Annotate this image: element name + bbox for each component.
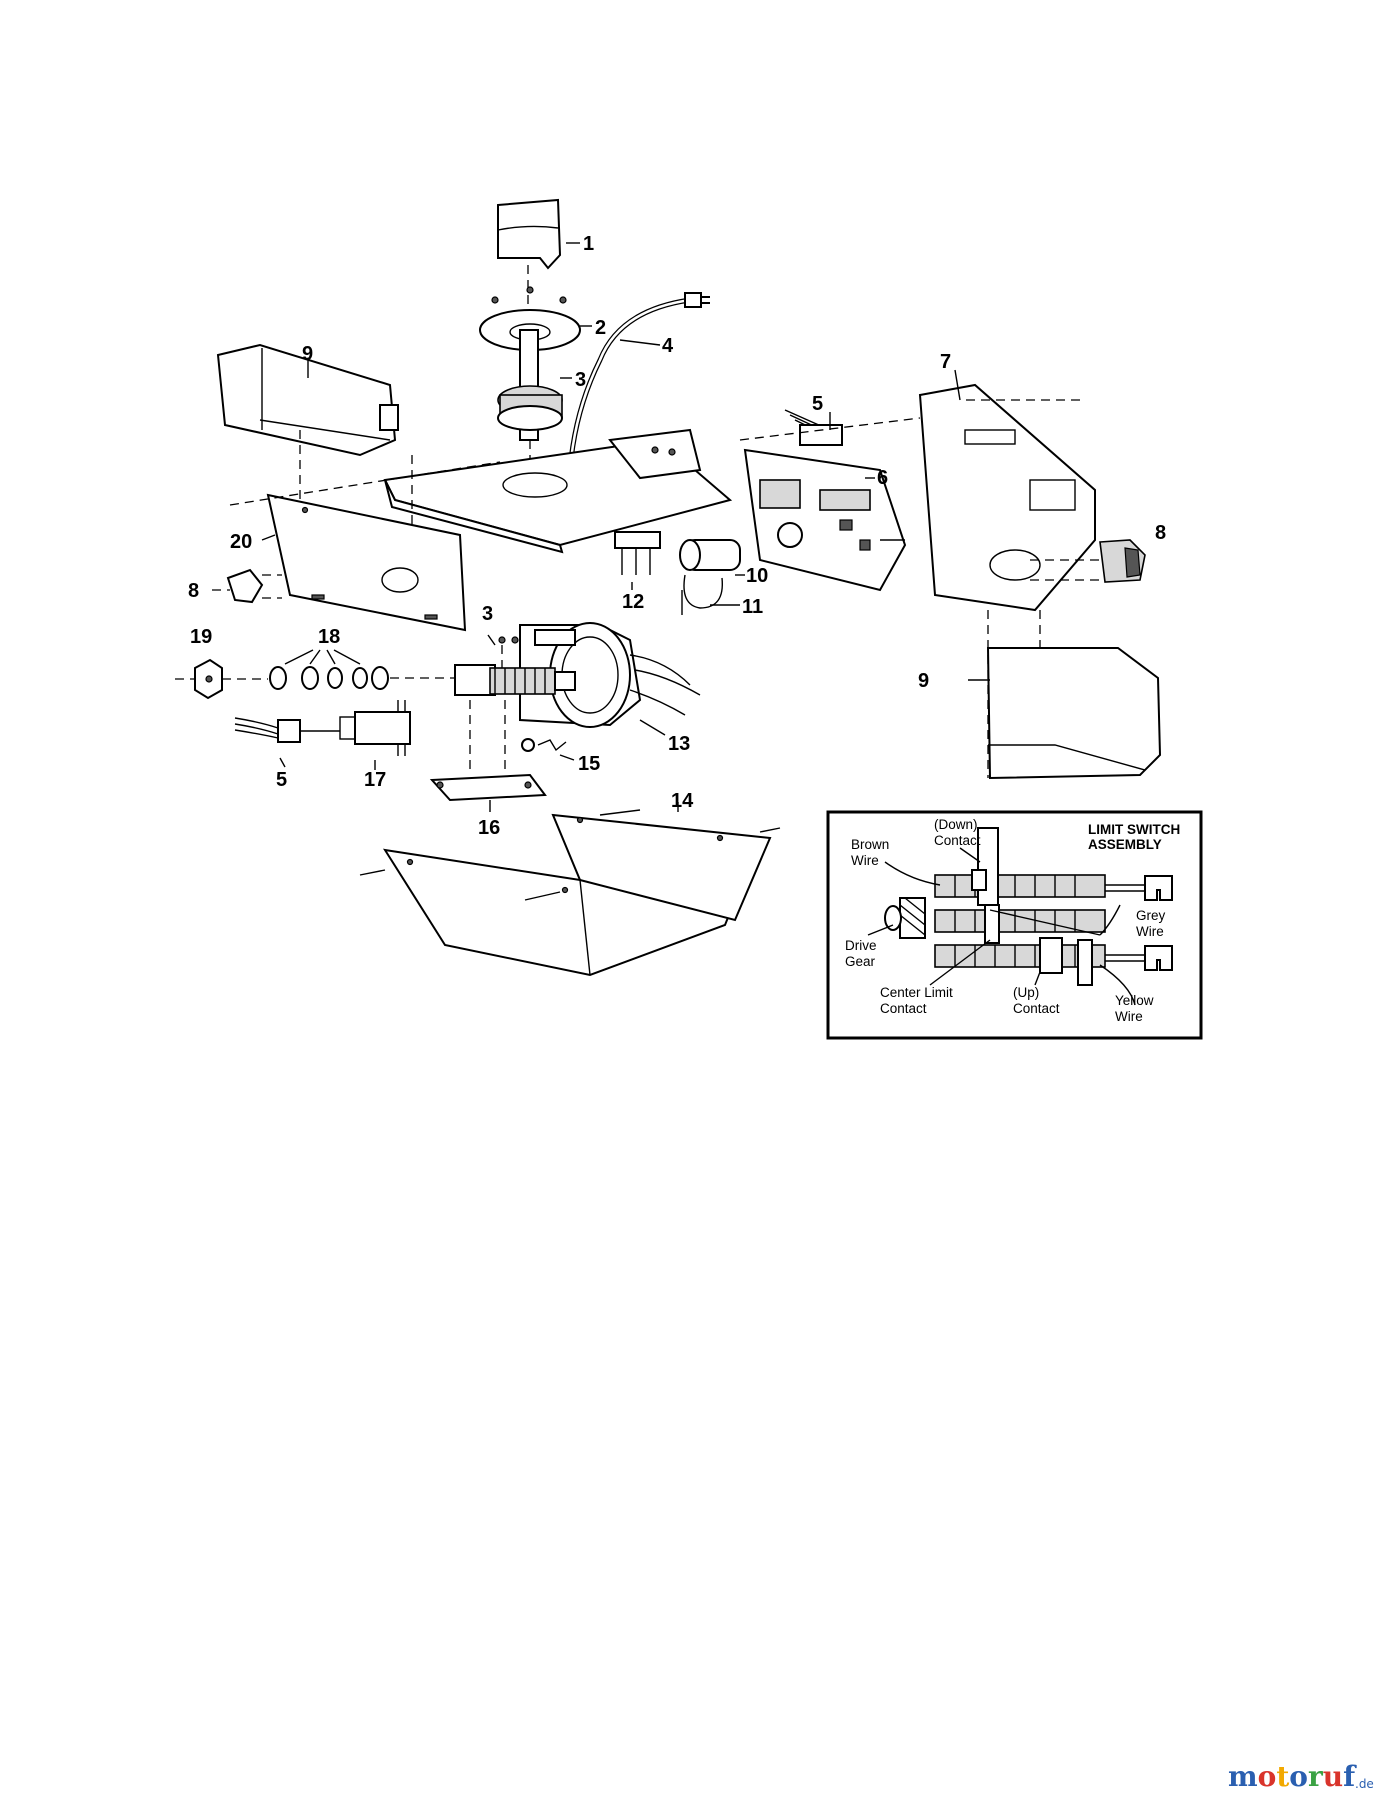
- callout-14: 14: [671, 790, 694, 812]
- callout-1: 1: [583, 233, 594, 255]
- part-9-light-lens-cover: [986, 610, 1162, 780]
- part-1-cover-cap: [497, 198, 562, 315]
- inset-yellow-wire-2: Wire: [1115, 1009, 1143, 1024]
- callout-3-lower: 3: [482, 603, 493, 625]
- callout-8-right: 8: [1155, 522, 1166, 544]
- inset-grey-wire-1: Grey: [1136, 908, 1166, 923]
- inset-brown-wire-2: Wire: [851, 853, 879, 868]
- inset-title-line1: LIMIT SWITCH: [1088, 822, 1180, 837]
- inset-center-limit-2: Contact: [880, 1001, 927, 1016]
- watermark-logo: motoruf .de: [1228, 1760, 1374, 1793]
- leader-lines: [261, 242, 990, 812]
- inset-brown-wire-1: Brown: [851, 837, 889, 852]
- callout-3-top: 3: [575, 369, 586, 391]
- inset-yellow-wire-1: Yellow: [1115, 993, 1154, 1008]
- inset-title-line2: ASSEMBLY: [1088, 837, 1162, 852]
- callout-20: 20: [230, 531, 252, 553]
- inset-up-contact-2: Contact: [1013, 1001, 1060, 1016]
- limit-switch-inset: LIMIT SWITCH ASSEMBLY: [826, 810, 1203, 1040]
- callout-9-top: 9: [302, 343, 313, 365]
- part-9-left-cover: [216, 343, 413, 535]
- watermark-text: motoruf: [1228, 1760, 1357, 1793]
- part-3-drive-gear-shaft: [497, 329, 563, 520]
- watermark-letter: t: [1276, 1760, 1289, 1793]
- callout-18: 18: [318, 626, 340, 648]
- callout-8-left: 8: [188, 580, 199, 602]
- watermark-suffix: .de: [1355, 1777, 1374, 1791]
- callout-5-top: 5: [812, 393, 823, 415]
- callout-19: 19: [190, 626, 212, 648]
- part-5-wire-harness-bottom: [234, 717, 340, 743]
- inset-center-limit-1: Center Limit: [880, 985, 953, 1000]
- callout-10: 10: [746, 565, 768, 587]
- part-12-terminal-block: [614, 531, 661, 575]
- part-8-left-lens-knob: [212, 568, 282, 604]
- part-19-sprocket: [175, 658, 268, 700]
- callout-17: 17: [364, 769, 386, 791]
- part-11-capacitor-bracket: [681, 574, 724, 615]
- part-8-right-lens-knob: [1030, 539, 1146, 583]
- part-6-logic-board: [743, 448, 907, 592]
- part-14-bottom-pan: [359, 809, 781, 977]
- callout-11: 11: [742, 596, 763, 618]
- part-17-limit-switch: [339, 700, 411, 756]
- watermark-letter: o: [1258, 1760, 1277, 1793]
- callout-5-lower: 5: [276, 769, 287, 791]
- callout-4: 4: [662, 335, 674, 357]
- watermark-letter: m: [1228, 1760, 1258, 1793]
- callout-15: 15: [578, 753, 600, 775]
- inset-grey-wire-2: Wire: [1136, 924, 1164, 939]
- part-13-motor: [519, 622, 701, 728]
- inset-up-contact-1: (Up): [1013, 985, 1039, 1000]
- callout-numbers: 1 2 3 4 5 6 7 8 8 9 9 10 11 12 13 14 15 …: [188, 233, 1166, 839]
- callout-13: 13: [668, 733, 690, 755]
- callout-9-right: 9: [918, 670, 929, 692]
- part-16-bracket-plate: [429, 700, 547, 802]
- part-5-wire-harness-top: [784, 409, 843, 446]
- watermark-letter: o: [1289, 1760, 1308, 1793]
- inset-drive-gear-1: Drive: [845, 938, 877, 953]
- callout-16: 16: [478, 817, 500, 839]
- callout-12: 12: [622, 591, 644, 613]
- part-18-washers-nuts: [269, 649, 455, 690]
- part-3-worm-gear: [454, 636, 576, 696]
- callout-2: 2: [595, 317, 606, 339]
- part-20-side-panel: [229, 461, 501, 632]
- part-15-trolley-bracket: [521, 738, 567, 752]
- callout-6: 6: [877, 467, 888, 489]
- part-4-power-cord: [567, 292, 710, 471]
- chassis-frame: [383, 428, 733, 554]
- watermark-letter: r: [1308, 1760, 1324, 1793]
- watermark-letter: f: [1343, 1760, 1357, 1793]
- callout-7: 7: [940, 351, 951, 373]
- inset-drive-gear-2: Gear: [845, 954, 876, 969]
- watermark-letter: u: [1323, 1760, 1343, 1793]
- inset-down-contact-1: (Down): [934, 817, 978, 832]
- inset-down-contact-2: Contact: [934, 833, 981, 848]
- part-10-capacitor: [679, 539, 741, 571]
